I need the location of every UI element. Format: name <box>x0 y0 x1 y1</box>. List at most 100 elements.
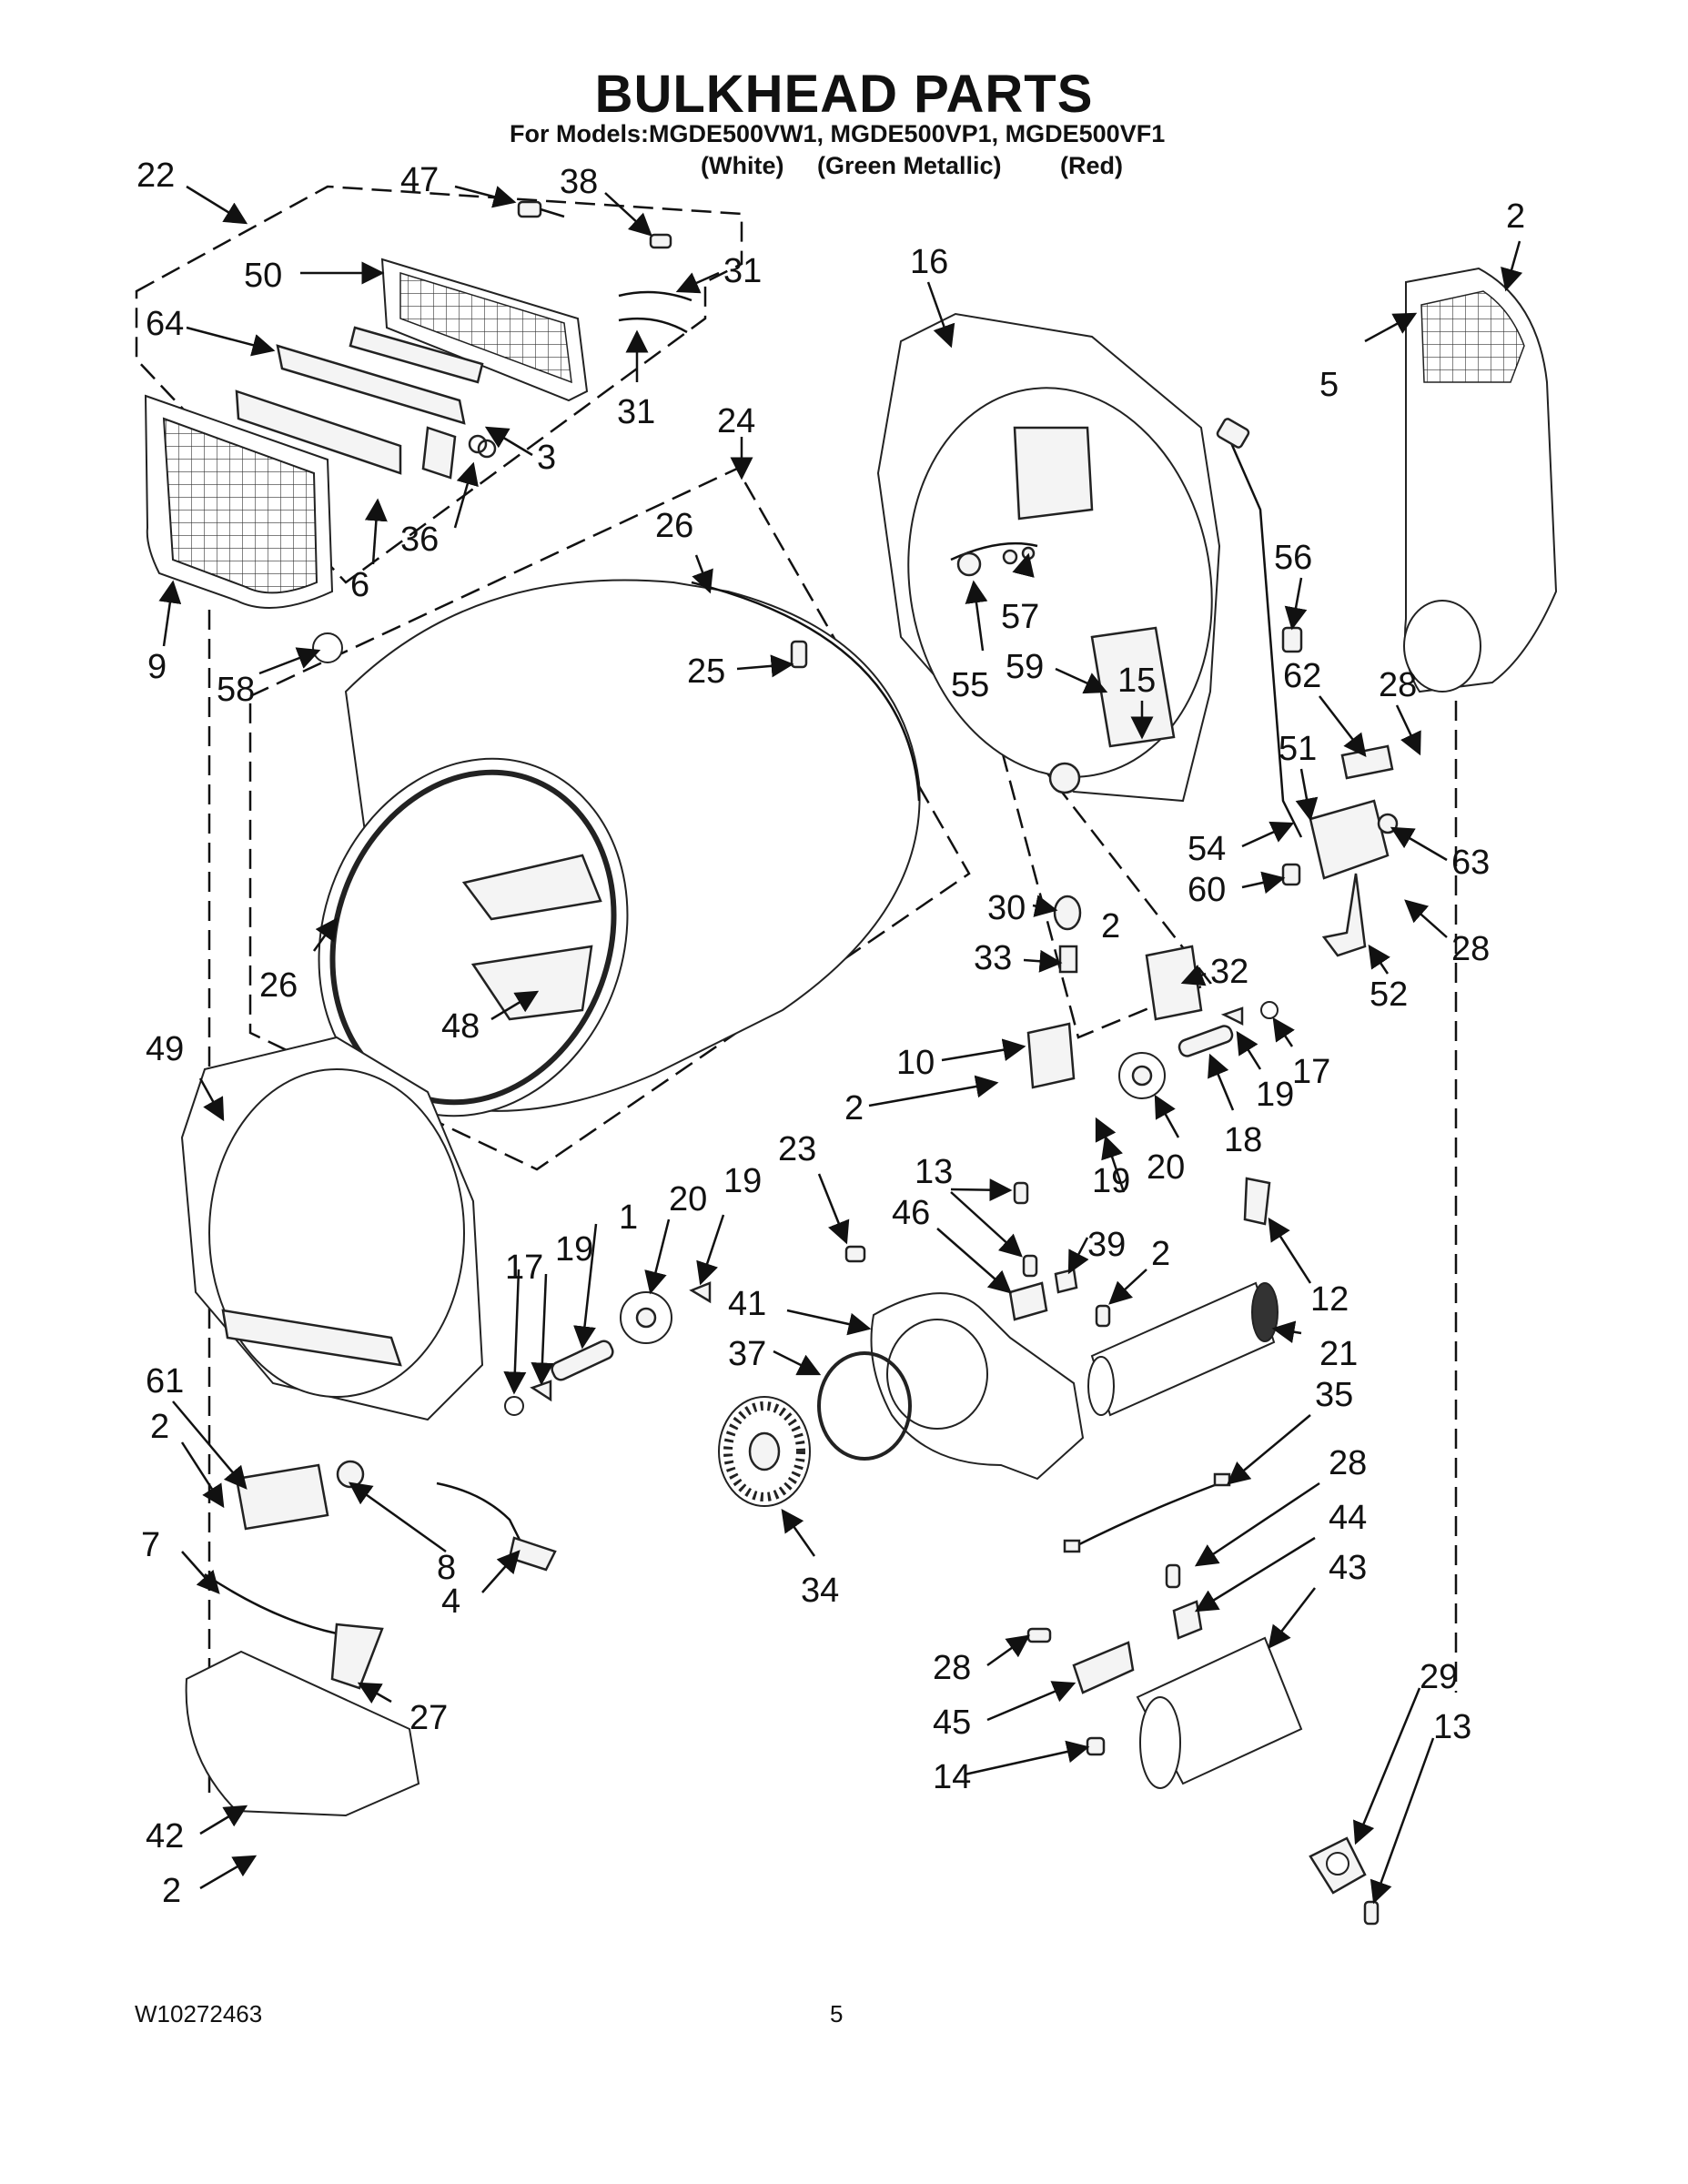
color-green-metallic: (Green Metallic) <box>817 152 1002 179</box>
callout-2-front: 2 <box>150 1408 169 1446</box>
callout-6: 6 <box>350 566 369 604</box>
callout-26-lower: 26 <box>259 966 298 1005</box>
page-number: 5 <box>830 2000 844 2027</box>
callout-19-rear-lower: 19 <box>1092 1162 1130 1200</box>
callout-36: 36 <box>400 521 439 559</box>
color-white: (White) <box>701 152 784 179</box>
screw-part-14 <box>1086 1736 1106 1756</box>
callout-16: 16 <box>910 243 948 281</box>
callout-39: 39 <box>1087 1226 1126 1264</box>
callout-numbers: 22 47 38 50 31 31 64 3 36 6 9 58 24 26 2… <box>136 157 1525 1910</box>
coil-part-43 <box>1136 1636 1303 1789</box>
blower-housing-part-41 <box>870 1292 1085 1481</box>
callout-2-blower: 2 <box>1151 1235 1170 1273</box>
screw-part-38 <box>649 233 672 249</box>
callout-43: 43 <box>1329 1549 1367 1587</box>
bracket-part-12 <box>1243 1177 1271 1226</box>
callout-60: 60 <box>1188 871 1226 909</box>
callout-23: 23 <box>778 1130 816 1168</box>
screw-part-13-sensor <box>1363 1900 1380 1926</box>
rear-bearing-hardware <box>1026 895 1279 1099</box>
grommet-part-58 <box>312 632 343 663</box>
callout-44: 44 <box>1329 1499 1367 1537</box>
blower-wheel-part-34 <box>718 1396 811 1507</box>
callout-4: 4 <box>441 1582 460 1621</box>
callout-2-bottom: 2 <box>162 1872 181 1910</box>
callout-28-mid: 28 <box>1451 930 1490 968</box>
leader-lines <box>158 185 1523 1905</box>
callout-56: 56 <box>1274 539 1312 577</box>
callout-19-front: 19 <box>723 1162 762 1200</box>
callout-8: 8 <box>437 1549 456 1587</box>
lint-filter-grill-part-50 <box>380 258 589 402</box>
front-bulkhead-part-49 <box>180 1036 484 1421</box>
spring-part-36 <box>468 434 497 459</box>
drum-part-24 <box>318 579 921 1117</box>
callout-27: 27 <box>409 1699 448 1737</box>
bracket-part-44 <box>1172 1600 1203 1640</box>
callout-31-lower: 31 <box>617 393 655 431</box>
front-shaft-hardware <box>504 1281 712 1416</box>
burner-tube-part-21 <box>1087 1281 1279 1417</box>
callout-35: 35 <box>1315 1376 1353 1414</box>
rear-bulkhead-part-16 <box>876 312 1221 803</box>
callout-55: 55 <box>951 666 989 704</box>
callout-2-mid: 2 <box>844 1089 864 1127</box>
blower-screws-parts-23-46-39-13 <box>844 1181 1078 1321</box>
callout-64: 64 <box>146 305 184 343</box>
callout-51: 51 <box>1279 730 1317 768</box>
front-duct-parts-42-27 <box>185 1623 420 1817</box>
callout-19-rear: 19 <box>1256 1076 1294 1114</box>
callout-54: 54 <box>1188 830 1226 868</box>
callout-12: 12 <box>1310 1280 1349 1319</box>
front-seal-part-7 <box>204 1572 338 1635</box>
callout-2-bearing: 2 <box>1101 907 1120 945</box>
callout-7: 7 <box>141 1526 160 1564</box>
callout-2-duct: 2 <box>1506 197 1525 236</box>
callout-17-front: 17 <box>505 1249 543 1287</box>
models-line: For Models:MGDE500VW1, MGDE500VP1, MGDE5… <box>510 120 1166 147</box>
callout-22: 22 <box>136 157 175 195</box>
callout-13-blower: 13 <box>915 1153 953 1191</box>
thermal-fuse-assembly <box>1216 418 1399 957</box>
callout-41: 41 <box>728 1285 766 1323</box>
sensor-part-29 <box>1309 1836 1367 1895</box>
callout-25: 25 <box>687 652 725 691</box>
page-title: BULKHEAD PARTS <box>594 65 1094 124</box>
callout-63: 63 <box>1451 844 1490 882</box>
callout-3: 3 <box>537 439 556 477</box>
callout-20-front: 20 <box>669 1180 707 1218</box>
callout-48: 48 <box>441 1007 480 1046</box>
callout-31-upper: 31 <box>723 252 762 290</box>
front-panel-parts-61-8-4 <box>235 1460 557 1572</box>
callout-47: 47 <box>400 161 439 199</box>
exhaust-duct-part-5 <box>1403 267 1558 693</box>
bracket-part-45 <box>1072 1641 1135 1694</box>
bulkhead-group-outline <box>986 695 1212 1039</box>
callout-32: 32 <box>1210 953 1248 991</box>
color-red: (Red) <box>1060 152 1123 179</box>
callout-30: 30 <box>987 889 1026 927</box>
callout-19-front-lower: 19 <box>555 1230 593 1269</box>
screw-part-2-burner <box>1095 1304 1111 1328</box>
lint-screen-part-9 <box>144 394 334 609</box>
document-id: W10272463 <box>135 2000 263 2027</box>
lint-filter-frame-part-64 <box>235 326 484 480</box>
callout-59: 59 <box>1006 648 1044 686</box>
callout-42: 42 <box>146 1817 184 1855</box>
callout-28-coil: 28 <box>933 1649 971 1687</box>
callout-50: 50 <box>244 257 282 295</box>
screw-part-28-upper <box>1165 1563 1181 1589</box>
callout-49: 49 <box>146 1030 184 1068</box>
callout-28-coil-upper: 28 <box>1329 1444 1367 1482</box>
callout-52: 52 <box>1370 976 1408 1014</box>
callout-33: 33 <box>974 939 1012 977</box>
callout-20-rear: 20 <box>1147 1148 1185 1187</box>
callout-58: 58 <box>217 671 255 709</box>
callout-62: 62 <box>1283 657 1321 695</box>
lint-seal-part-31 <box>618 290 692 334</box>
drum-baffle-screw-part-25 <box>790 640 808 669</box>
blower-seal-part-37 <box>817 1351 912 1461</box>
callout-29: 29 <box>1420 1658 1458 1696</box>
